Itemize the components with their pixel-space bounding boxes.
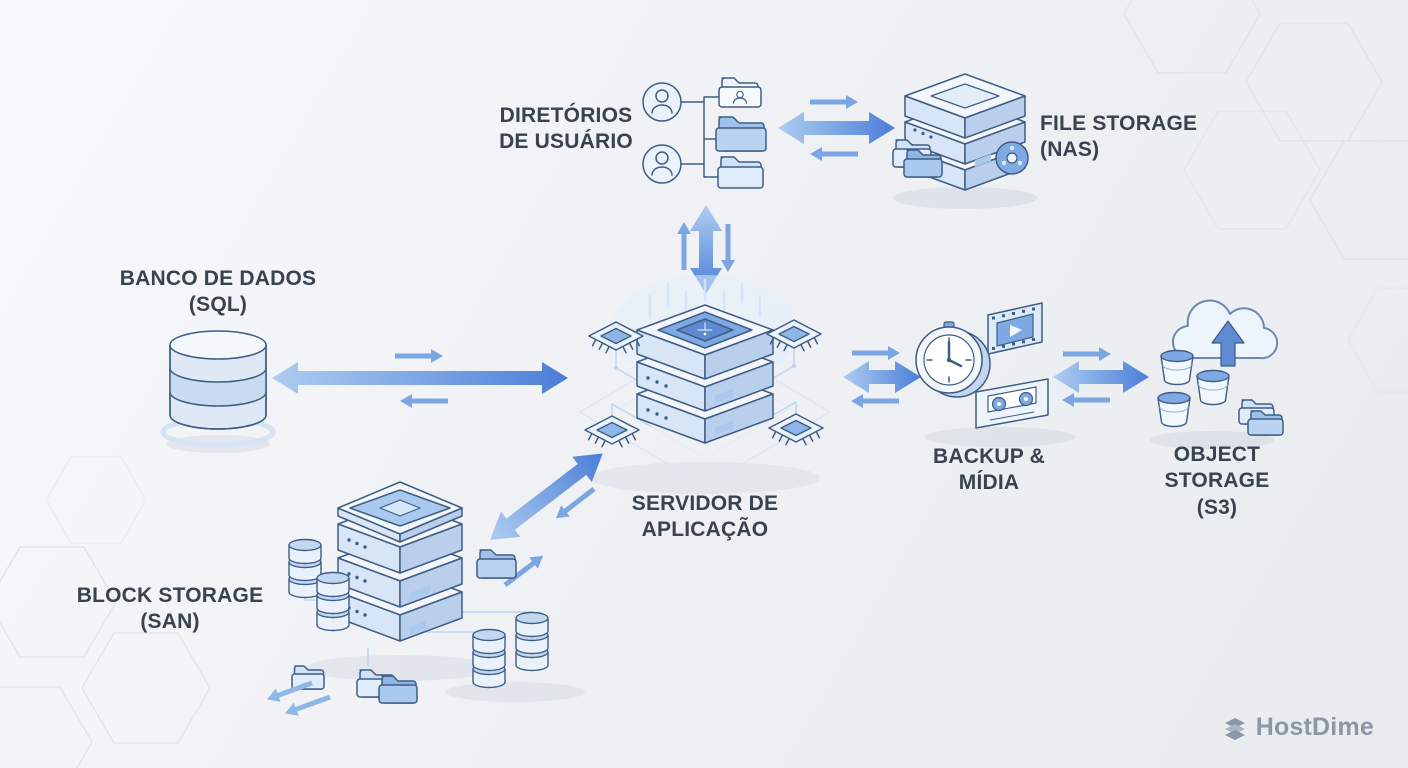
label-line: SERVIDOR DE [631,492,779,515]
arrow-server-to-backup [843,346,921,408]
arrow-san-to-server [490,453,603,591]
bucket-icon [1196,369,1230,406]
label-line: BANCO DE DADOS [119,267,317,290]
san-screen-icon [337,481,463,543]
shadows [166,187,1274,702]
label-line: (NAS) [1040,138,1100,162]
label-line: STORAGE [1164,469,1270,493]
folder-icon [717,156,764,189]
hostdime-logo-text: HostDime [1255,713,1374,741]
cassette-tape-icon [975,378,1049,429]
label-backup-midia: BACKUP & MÍDIA [915,444,1063,497]
san-storage-icon [264,481,549,720]
label-banco-de-dados: BANCO DE DADOS (SQL) [118,266,318,319]
arrow-dirs-to-nas [778,95,895,161]
bucket-icon [1157,391,1191,428]
user-folder-icon [718,77,762,108]
backup-media-icon [915,302,1049,429]
bucket-icon [1160,349,1194,386]
folder-icon [715,116,767,152]
folder-icon [1247,410,1284,436]
cloud-icon [1172,299,1279,367]
disk-stack-icon [316,571,350,632]
hostdime-logo-icon [1224,717,1245,740]
folder-icon [476,549,517,579]
disk-stack-icon [288,538,322,599]
clock-icon [915,321,991,398]
label-line: BACKUP & [932,445,1046,468]
label-line: (S3) [1196,495,1238,519]
label-line: DIRETÓRIOS [499,104,633,127]
folder-icon [903,149,943,178]
label-object-storage-s3: OBJECT STORAGE (S3) [1152,442,1282,521]
nas-server-icon [892,73,1029,191]
label-line: (SAN) [140,610,200,634]
label-servidor-aplicacao: SERVIDOR DE APLICAÇÃO [622,491,788,544]
label-line: BLOCK STORAGE [76,584,264,607]
label-line: MÍDIA [958,471,1020,495]
arrow-backup-to-s3 [1053,347,1149,407]
arrow-db-to-server [272,349,568,408]
database-icon [160,330,276,448]
folder-icon [378,675,418,704]
label-line: APLICAÇÃO [641,518,769,542]
disk-stack-icon [472,628,506,689]
label-user-directories: DIRETÓRIOS DE USUÁRIO [493,103,639,156]
cpu-chip-icon [768,413,824,446]
label-line: OBJECT [1173,443,1261,466]
cpu-top-panel-icon [657,311,753,349]
label-file-storage-nas: FILE STORAGE (NAS) [1040,111,1200,164]
label-block-storage-san: BLOCK STORAGE (SAN) [75,583,265,636]
label-line: (SQL) [188,293,248,317]
upload-arrow-icon [1211,320,1245,367]
arrow-dirs-to-server [677,205,735,294]
disk-icon [995,141,1029,175]
disk-stack-icon [515,611,549,672]
film-strip-icon [987,302,1043,355]
label-line: FILE STORAGE [1040,112,1198,135]
hostdime-logo: HostDime [1222,713,1374,742]
label-line: DE USUÁRIO [499,130,633,154]
app-server-icon [579,275,831,487]
user-directories-icon [642,77,767,189]
object-storage-icon [1157,299,1284,436]
